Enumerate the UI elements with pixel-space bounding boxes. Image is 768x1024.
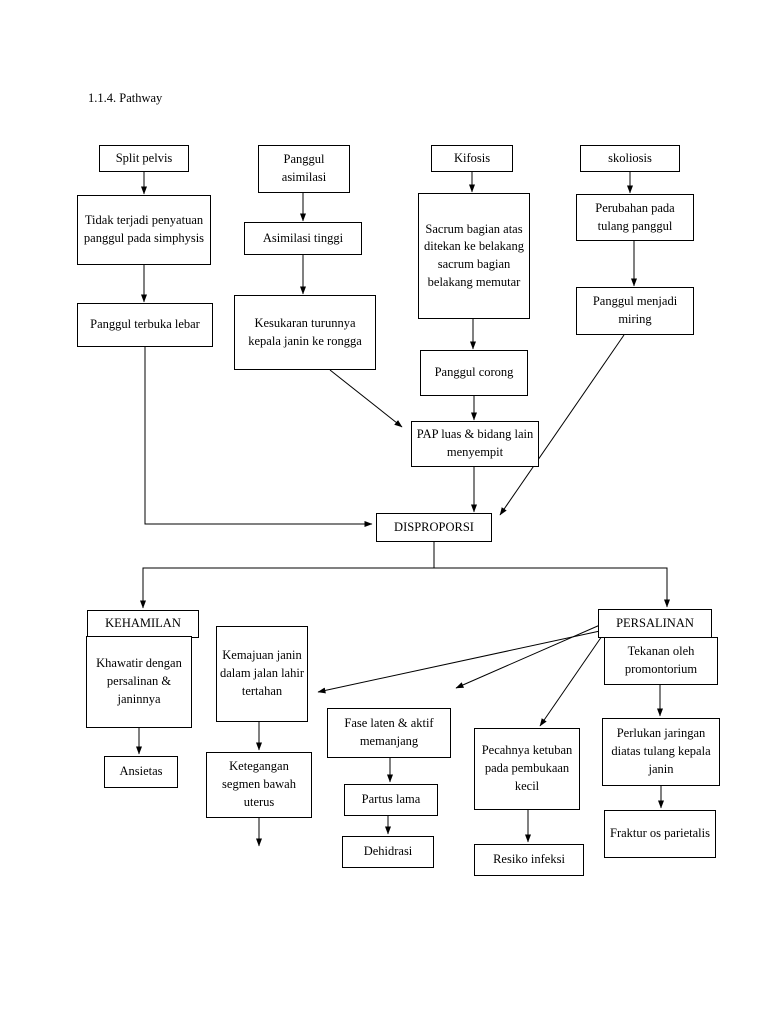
node-split-pelvis[interactable]: Split pelvis — [99, 145, 189, 172]
node-kemajuan-janin[interactable]: Kemajuan janin dalam jalan lahir tertaha… — [216, 626, 308, 722]
node-resiko-infeksi[interactable]: Resiko infeksi — [474, 844, 584, 876]
node-ansietas[interactable]: Ansietas — [104, 756, 178, 788]
node-disproporsi[interactable]: DISPROPORSI — [376, 513, 492, 542]
node-tekanan-promontorium[interactable]: Tekanan oleh promontorium — [604, 637, 718, 685]
node-persalinan[interactable]: PERSALINAN — [598, 609, 712, 638]
node-pap-luas[interactable]: PAP luas & bidang lain menyempit — [411, 421, 539, 467]
node-skoliosis[interactable]: skoliosis — [580, 145, 680, 172]
node-tidak-terjadi-penyatuan[interactable]: Tidak terjadi penyatuan panggul pada sim… — [77, 195, 211, 265]
node-perlukan-jaringan[interactable]: Perlukan jaringan diatas tulang kepala j… — [602, 718, 720, 786]
node-fase-laten-aktif[interactable]: Fase laten & aktif memanjang — [327, 708, 451, 758]
node-perubahan-tulang-panggul[interactable]: Perubahan pada tulang panggul — [576, 194, 694, 241]
node-pecahnya-ketuban[interactable]: Pecahnya ketuban pada pembukaan kecil — [474, 728, 580, 810]
node-khawatir-dengan-persalinan[interactable]: Khawatir dengan persalinan & janinnya — [86, 636, 192, 728]
node-panggul-corong[interactable]: Panggul corong — [420, 350, 528, 396]
node-sacrum-bagian-atas[interactable]: Sacrum bagian atas ditekan ke belakang s… — [418, 193, 530, 319]
page-title: 1.1.4. Pathway — [88, 91, 163, 105]
node-panggul-menjadi-miring[interactable]: Panggul menjadi miring — [576, 287, 694, 335]
node-ketegangan-segmen[interactable]: Ketegangan segmen bawah uterus — [206, 752, 312, 818]
node-panggul-terbuka-lebar[interactable]: Panggul terbuka lebar — [77, 303, 213, 347]
node-dehidrasi[interactable]: Dehidrasi — [342, 836, 434, 868]
node-kesukaran-turunnya[interactable]: Kesukaran turunnya kepala janin ke rongg… — [234, 295, 376, 370]
node-panggul-asimilasi[interactable]: Panggul asimilasi — [258, 145, 350, 193]
node-partus-lama[interactable]: Partus lama — [344, 784, 438, 816]
node-kifosis[interactable]: Kifosis — [431, 145, 513, 172]
node-kehamilan[interactable]: KEHAMILAN — [87, 610, 199, 638]
node-asimilasi-tinggi[interactable]: Asimilasi tinggi — [244, 222, 362, 255]
node-fraktur-os-parietalis[interactable]: Fraktur os parietalis — [604, 810, 716, 858]
